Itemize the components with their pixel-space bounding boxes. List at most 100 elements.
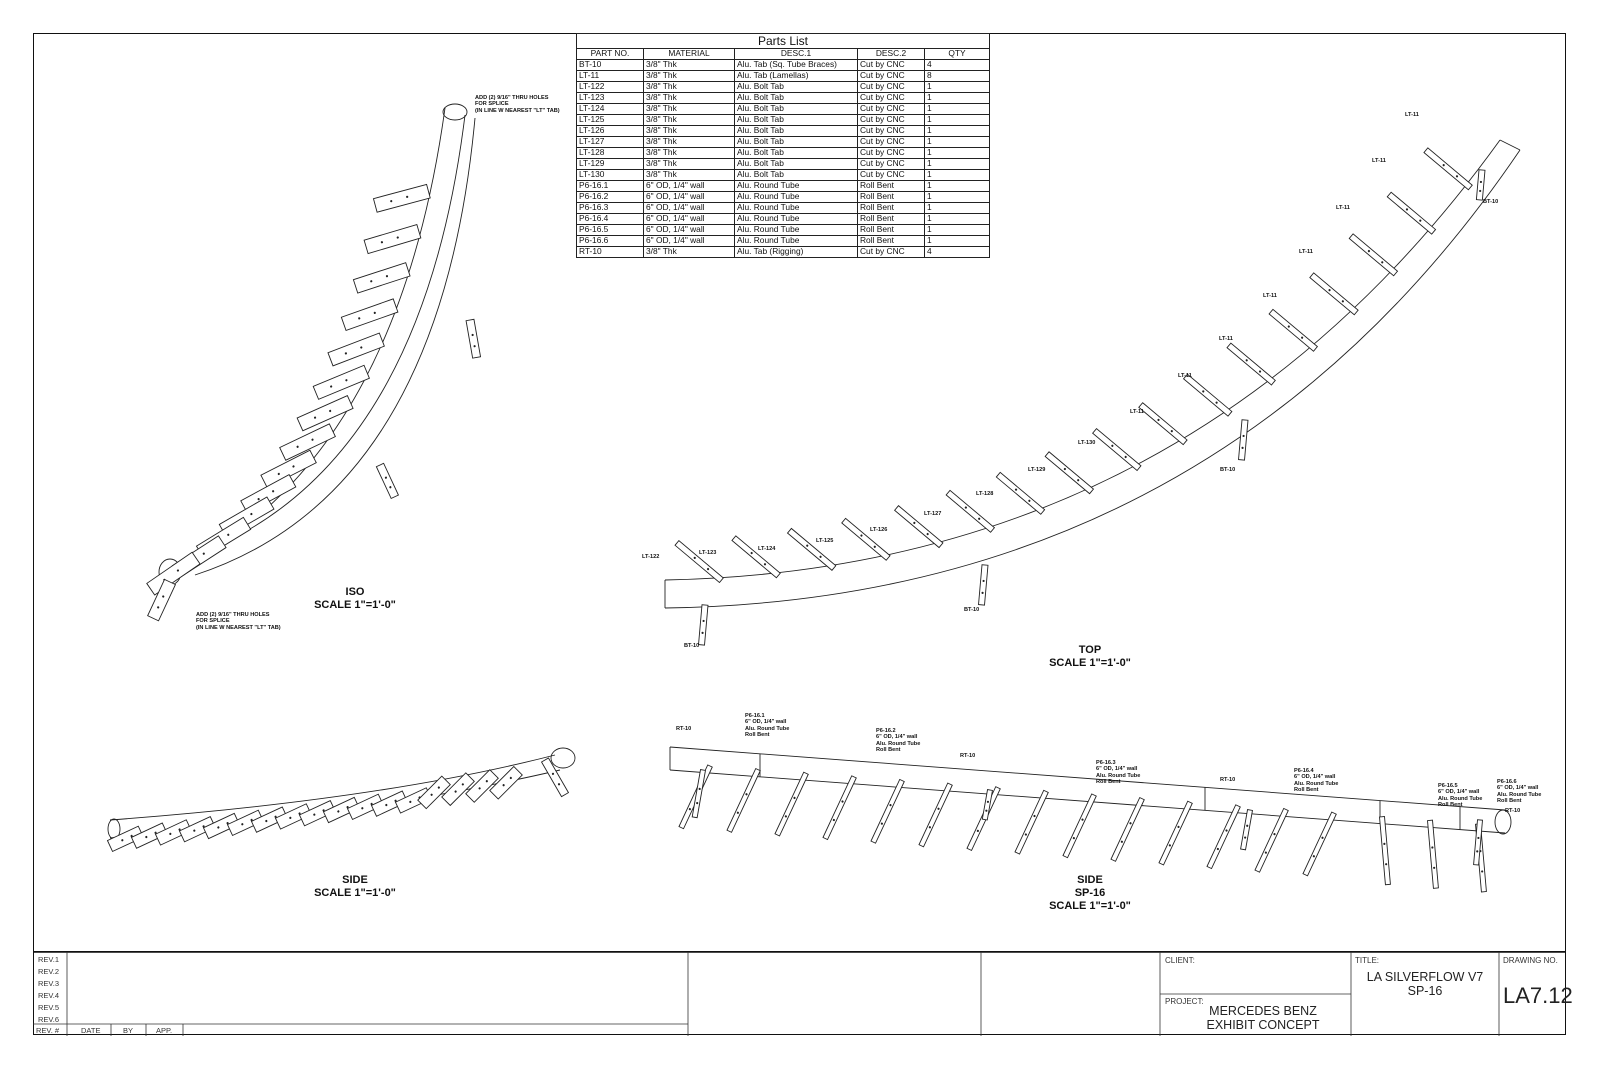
callout-lt-11: LT-11 [1130, 409, 1144, 415]
bolt-hole [272, 490, 275, 493]
callout-bt-10: BT-10 [1483, 199, 1499, 205]
bolt-hole [1442, 164, 1445, 167]
table-cell: 4 [924, 246, 990, 258]
bolt-hole [296, 445, 299, 448]
bolt-hole [162, 595, 165, 598]
rev-label: REV.5 [38, 1003, 59, 1012]
iso-brace-tab [375, 462, 400, 500]
tab-plate [726, 767, 761, 833]
tab-plate [370, 790, 408, 817]
bolt-hole [322, 809, 325, 812]
top-tube-edge [664, 139, 1501, 581]
callout-lt-11: LT-11 [1405, 112, 1419, 118]
tab-plate [1386, 191, 1437, 235]
bolt-hole [1246, 824, 1249, 827]
side-tab [322, 796, 360, 824]
bolt-hole [370, 280, 373, 283]
bolt-hole [913, 521, 916, 525]
bolt-hole [1081, 818, 1084, 821]
top-tab [786, 527, 837, 571]
tab-plate [441, 772, 475, 807]
top-tab [1092, 427, 1142, 472]
callout-bolt-tab: LT-122 [642, 554, 660, 560]
bolt-hole [1321, 836, 1324, 839]
top-tab [945, 489, 996, 533]
bolt-hole [313, 416, 317, 419]
bolt-hole [1077, 479, 1080, 482]
iso-tab [147, 578, 177, 622]
side-tab [417, 775, 451, 810]
bolt-hole [396, 236, 399, 239]
tab-plate [1092, 427, 1142, 472]
side-tab [298, 799, 336, 827]
bolt-hole [928, 826, 931, 829]
callout-lt-11: LT-11 [1299, 249, 1313, 255]
bolt-hole [471, 333, 474, 337]
iso-tab [296, 395, 354, 432]
splice-note-bottom: ADD (2) 9/16" THRU HOLES FOR SPLICE (IN … [196, 612, 281, 631]
tab-plate [1302, 811, 1337, 877]
bolt-hole [1341, 300, 1344, 303]
tab-plate [298, 799, 336, 827]
side-tab [465, 769, 499, 803]
bolt-hole [985, 809, 988, 812]
tab-plate [786, 527, 837, 571]
bolt-hole [1301, 336, 1304, 339]
rev-header: BY [123, 1026, 134, 1035]
bolt-hole [1385, 863, 1388, 866]
title-block: REV.1 REV.2 REV.3 REV.4 REV.5 REV.6 REV.… [33, 951, 1573, 1036]
bolt-hole [298, 812, 301, 815]
tab-plate [1473, 819, 1483, 866]
bolt-hole [982, 579, 985, 583]
bolt-hole [358, 317, 361, 320]
bolt-hole [986, 800, 990, 803]
rev-label: REV.3 [38, 979, 59, 988]
callout-bolt-tab: LT-129 [1028, 467, 1046, 473]
bolt-hole [394, 799, 397, 802]
callout-round-tube: P6-16.5 6" OD, 1/4" wall Alu. Round Tube… [1438, 783, 1483, 809]
callout-bolt-tab: LT-130 [1078, 440, 1096, 446]
tab-plate [918, 782, 953, 848]
callout-round-tube: P6-16.4 6" OD, 1/4" wall Alu. Round Tube… [1294, 768, 1339, 794]
tab-plate [250, 806, 288, 833]
bolt-hole [819, 555, 822, 558]
sp-tab [822, 775, 857, 841]
sp-rigging-tab [1240, 809, 1253, 851]
tab-plate [1348, 233, 1399, 277]
tab-plate [870, 778, 905, 844]
bolt-hole [750, 551, 753, 555]
side-tab [106, 825, 144, 853]
bolt-hole [841, 800, 844, 803]
bolt-hole [390, 200, 393, 203]
callout-bolt-tab: LT-123 [699, 550, 717, 556]
side-tab [370, 790, 408, 817]
bolt-hole [698, 787, 701, 791]
bolt-hole [793, 796, 796, 800]
bolt-hole [345, 379, 348, 382]
top-tab [1182, 373, 1233, 417]
bolt-hole [702, 619, 705, 623]
tab-plate [1309, 272, 1359, 316]
tab-plate [363, 223, 422, 255]
parts-list-header-row: PART NO. MATERIAL DESC.1 DESC.2 QTY [576, 48, 990, 60]
bolt-hole [1177, 825, 1180, 829]
view-name: TOP [1078, 644, 1102, 656]
bolt-hole [502, 784, 505, 787]
sp-tab [1427, 819, 1439, 889]
tab-plate [774, 771, 809, 837]
tab-plate [146, 551, 201, 596]
bolt-hole [311, 438, 314, 441]
tab-plate [417, 775, 451, 810]
callout-bolt-tab: LT-124 [758, 546, 776, 552]
bolt-hole [1433, 866, 1436, 869]
callout-rt-10: RT-10 [960, 753, 976, 759]
callout-lt-11: LT-11 [1219, 336, 1233, 342]
tab-plate [1182, 373, 1233, 417]
tab-plate [489, 765, 523, 800]
bolt-hole [688, 808, 691, 811]
bolt-hole [1028, 499, 1031, 502]
bolt-hole [1216, 847, 1219, 851]
